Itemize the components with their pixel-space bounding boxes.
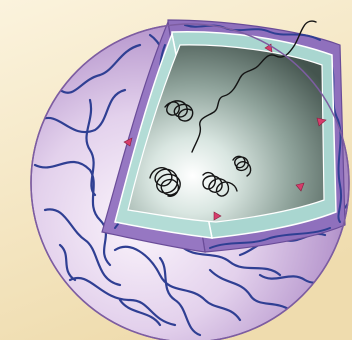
cell-nucleus-diagram xyxy=(0,0,352,340)
